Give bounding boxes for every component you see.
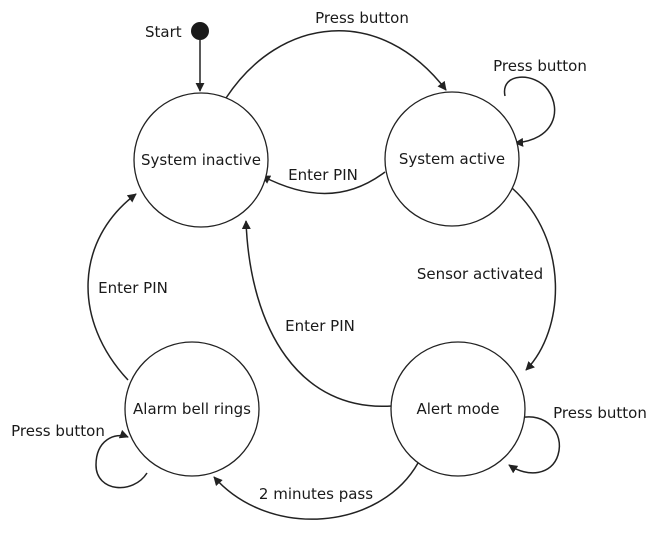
state-system-inactive-label: System inactive xyxy=(141,151,261,169)
state-alarm-bell-rings: Alarm bell rings xyxy=(124,341,260,477)
edge-alarm-self-loop xyxy=(95,429,148,489)
edge-alert-to-alarm xyxy=(213,462,419,520)
label-alert-to-alarm: 2 minutes pass xyxy=(259,485,373,503)
start-dot xyxy=(191,22,209,40)
state-alarm-bell-rings-label: Alarm bell rings xyxy=(133,400,251,418)
state-system-inactive: System inactive xyxy=(133,92,269,228)
edge-alert-to-inactive xyxy=(241,220,393,407)
label-alert-self-loop: Press button xyxy=(553,404,647,422)
state-system-active: System active xyxy=(384,91,520,227)
label-alarm-self-loop: Press button xyxy=(11,422,105,440)
edge-alert-self-loop xyxy=(508,416,561,474)
edge-inactive-to-active xyxy=(225,30,447,99)
edge-alarm-to-inactive xyxy=(87,193,137,381)
label-inactive-to-active: Press button xyxy=(315,9,409,27)
state-alert-mode-label: Alert mode xyxy=(416,400,499,418)
state-alert-mode: Alert mode xyxy=(390,341,526,477)
label-alarm-to-inactive: Enter PIN xyxy=(98,279,168,297)
label-active-self-loop: Press button xyxy=(493,57,587,75)
start-label: Start xyxy=(145,23,182,41)
edge-active-self-loop xyxy=(503,76,556,147)
edge-active-to-inactive xyxy=(261,171,386,195)
label-active-to-alert: Sensor activated xyxy=(417,265,543,283)
label-alert-to-inactive: Enter PIN xyxy=(285,317,355,335)
edge-active-to-alert xyxy=(511,187,557,371)
label-active-to-inactive: Enter PIN xyxy=(288,166,358,184)
state-system-active-label: System active xyxy=(399,150,505,168)
